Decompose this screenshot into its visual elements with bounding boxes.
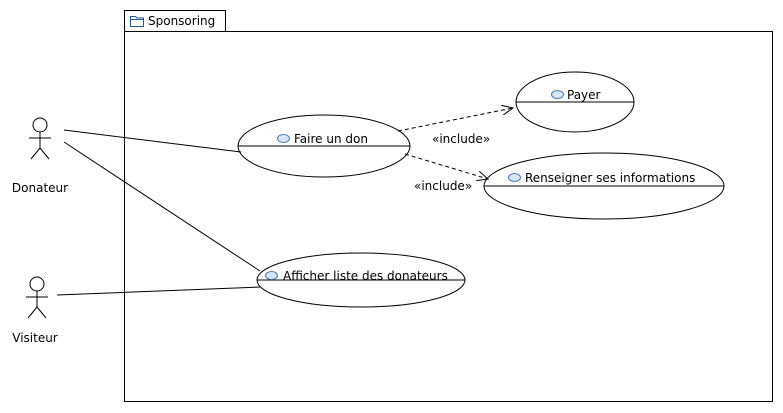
use-case-renseigner-ses-informations[interactable]: Renseigner ses informations	[483, 152, 725, 220]
use-case-icon	[265, 271, 278, 280]
use-case-payer[interactable]: Payer	[515, 71, 635, 133]
association-donateur-faire-un-don[interactable]	[63, 129, 242, 153]
include-relation-renseigner[interactable]: «include»	[404, 153, 488, 193]
use-case-label: Afficher liste des donateurs	[283, 269, 448, 283]
actor-visiteur[interactable]: Visiteur	[12, 276, 58, 345]
stick-figure-icon	[29, 117, 51, 160]
actor-label: Visiteur	[12, 331, 58, 345]
stick-figure-icon	[26, 276, 48, 319]
include-relation-payer[interactable]: «include»	[397, 108, 513, 146]
association-donateur-afficher-liste[interactable]	[63, 141, 261, 272]
use-case-icon	[551, 90, 564, 99]
actor-donateur[interactable]: Donateur	[12, 117, 68, 195]
use-case-label: Payer	[567, 88, 601, 102]
use-case-faire-un-don[interactable]: Faire un don	[237, 114, 411, 178]
package-sponsoring[interactable]: Sponsoring	[124, 10, 773, 402]
association-visiteur-afficher-liste[interactable]	[56, 286, 261, 296]
stereotype-label: «include»	[414, 179, 472, 193]
dashed-arrow	[404, 153, 488, 179]
actor-label: Donateur	[12, 181, 68, 195]
use-case-label: Renseigner ses informations	[525, 171, 695, 185]
use-case-label: Faire un don	[294, 132, 368, 146]
stereotype-label: «include»	[432, 132, 490, 146]
use-case-afficher-liste-des-donateurs[interactable]: Afficher liste des donateurs	[256, 252, 466, 308]
use-case-icon	[508, 173, 521, 182]
package-body	[124, 31, 773, 402]
dashed-arrow	[397, 108, 513, 132]
use-case-icon	[277, 134, 290, 143]
package-title: Sponsoring	[148, 14, 215, 28]
folder-icon	[130, 16, 144, 27]
